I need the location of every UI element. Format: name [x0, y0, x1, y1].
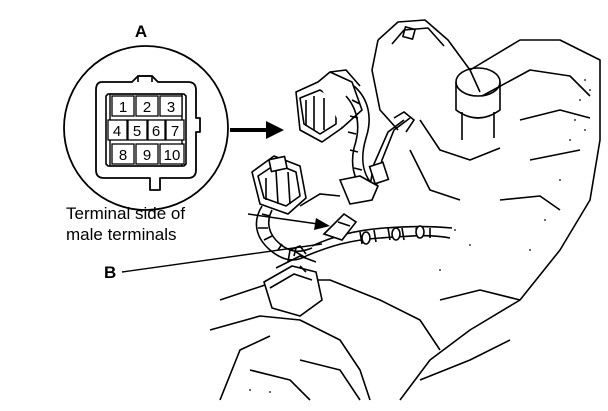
caption-leader — [247, 213, 330, 230]
pin-label: 9 — [143, 147, 151, 164]
lower-harness — [255, 175, 453, 317]
pin-label: 1 — [119, 99, 127, 116]
pin-label: 4 — [113, 123, 121, 140]
callout-b-label: B — [104, 263, 116, 282]
pin-label: 3 — [167, 99, 175, 116]
pin-label: 5 — [133, 123, 141, 140]
pin-cell — [165, 119, 185, 141]
pin-labels: 1 2 3 4 5 6 7 8 9 10 — [113, 99, 181, 164]
callout-a-label: A — [135, 22, 147, 41]
pin-label: 10 — [164, 147, 181, 164]
pin-cell — [107, 119, 128, 141]
pin-cell — [147, 119, 166, 141]
engine-structure — [209, 19, 601, 401]
pin-cell — [135, 95, 159, 117]
pin-cell — [111, 95, 135, 117]
pin-cell — [159, 95, 183, 117]
callout-b-leader — [121, 243, 323, 273]
caption-line-2: male terminals — [66, 225, 177, 244]
upper-connector — [295, 69, 363, 143]
pin-cell — [111, 143, 135, 165]
pin-cell — [159, 143, 185, 165]
shading-dots — [249, 79, 591, 393]
pin-cell — [127, 119, 148, 141]
view-arrow — [230, 121, 284, 139]
pin-label: 2 — [143, 99, 151, 116]
pin-cell — [135, 143, 159, 165]
caption-line-1: Terminal side of — [66, 204, 186, 223]
pin-label: 7 — [171, 123, 179, 140]
pin-label: 6 — [152, 123, 160, 140]
pin-grid — [107, 95, 185, 165]
caption: Terminal side of male terminals — [66, 203, 185, 245]
pin-label: 8 — [119, 147, 127, 164]
lower-connector — [251, 155, 307, 215]
